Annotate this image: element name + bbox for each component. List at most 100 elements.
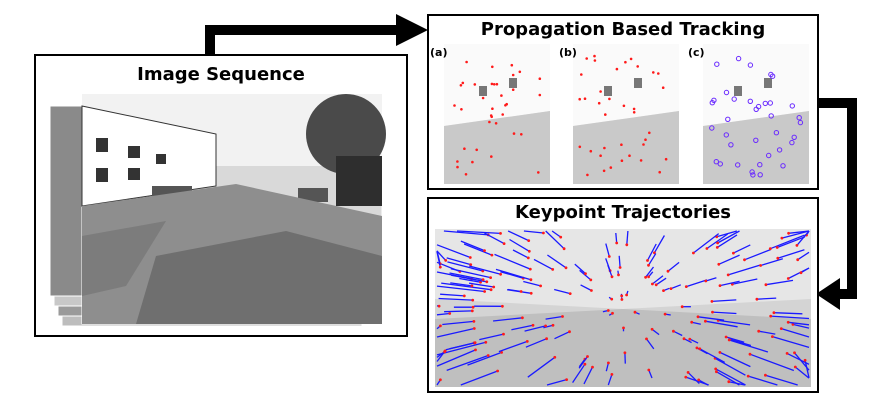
- keypoint: [585, 57, 588, 60]
- trajectory-keypoint: [647, 263, 650, 267]
- trajectory-line: [444, 310, 473, 313]
- trajectory-line: [507, 230, 529, 242]
- trajectory-keypoint: [528, 267, 532, 271]
- trajectory-keypoint: [470, 284, 474, 288]
- trajectory-line: [719, 351, 751, 368]
- trajectory-keypoint: [521, 316, 524, 320]
- trajectory-line: [729, 338, 752, 347]
- trajectory-keypoint: [545, 337, 548, 341]
- trajectory-keypoint: [568, 330, 571, 334]
- subfigure-a-label: (a): [430, 46, 448, 59]
- trajectory-line: [450, 268, 491, 279]
- trajectory-line: [804, 360, 810, 378]
- keypoint: [510, 63, 514, 67]
- trajectory-line: [460, 370, 498, 386]
- trajectory-keypoint: [561, 315, 564, 318]
- trajectory-keypoint: [444, 259, 448, 262]
- image-sequence-panel: Image Sequence: [34, 54, 408, 337]
- trajectory-keypoint: [590, 289, 593, 292]
- trajectory-line: [689, 338, 699, 344]
- trajectory-line: [498, 340, 528, 353]
- trajectory-line: [765, 279, 794, 286]
- arrow-head-trajectories: [816, 278, 840, 310]
- keypoint: [735, 55, 742, 62]
- trajectory-line: [546, 378, 567, 386]
- trajectory-line: [441, 282, 492, 291]
- trajectory-keypoint: [704, 319, 707, 323]
- trajectory-line: [469, 265, 501, 275]
- trajectory-keypoint: [553, 355, 557, 359]
- keypoint: [471, 160, 474, 164]
- keypoint: [725, 116, 731, 123]
- trajectory-keypoint: [727, 338, 731, 342]
- trajectory-line: [770, 315, 810, 320]
- trajectory-keypoint: [688, 337, 692, 341]
- trajectory-line: [760, 258, 783, 267]
- trajectory-keypoint: [743, 258, 746, 262]
- trajectory-keypoint: [714, 367, 718, 371]
- trajectory-line: [463, 243, 493, 256]
- trajectory-keypoint: [646, 259, 649, 262]
- trajectory-line: [714, 357, 746, 376]
- trajectory-line: [770, 234, 805, 250]
- propagation-tracking-panel: Propagation Based Tracking (a) (b: [427, 14, 819, 190]
- trajectory-keypoint: [531, 323, 535, 327]
- trajectory-keypoint: [787, 231, 790, 235]
- trajectory-line: [748, 375, 778, 386]
- keypoint: [750, 172, 756, 178]
- trajectory-line: [436, 312, 450, 316]
- trajectory-keypoint: [529, 291, 533, 295]
- subfigure-c: [703, 44, 809, 184]
- trajectory-keypoint: [772, 311, 776, 315]
- trajectory-keypoint: [502, 242, 506, 245]
- trajectory-keypoint: [470, 309, 474, 313]
- trajectory-keypoint: [727, 380, 731, 384]
- trajectory-line: [446, 354, 489, 372]
- trajectory-keypoint: [769, 314, 773, 318]
- keypoint: [604, 113, 607, 116]
- trajectory-line: [547, 254, 567, 269]
- trajectory-line: [781, 230, 810, 239]
- trajectory-line: [467, 351, 502, 366]
- trajectory-lines: [436, 230, 810, 386]
- trajectory-line: [716, 234, 738, 248]
- keypoint: [518, 70, 522, 74]
- trajectory-keypoint: [795, 244, 799, 247]
- arrow-sequence-to-tracking: [205, 25, 400, 54]
- trajectory-line: [794, 352, 810, 371]
- trajectory-line: [524, 325, 546, 332]
- trajectory-keypoint: [715, 370, 718, 374]
- keypoint: [624, 60, 627, 64]
- keypoint: [768, 113, 774, 119]
- trajectory-keypoint: [791, 323, 795, 326]
- keypoint: [661, 86, 665, 89]
- trajectory-keypoint: [526, 256, 530, 260]
- trajectory-keypoint: [716, 241, 719, 245]
- trajectory-keypoint: [710, 300, 714, 303]
- trajectory-line: [796, 230, 810, 246]
- keypoint: [538, 77, 542, 80]
- keypoint: [599, 154, 602, 157]
- trajectory-line: [655, 277, 667, 286]
- tracking-keypoints: [453, 54, 804, 178]
- keypoint: [481, 96, 485, 100]
- trajectory-keypoint: [490, 253, 494, 257]
- trajectory-line: [500, 271, 524, 279]
- trajectory-keypoint: [650, 327, 654, 331]
- trajectory-keypoint: [525, 340, 529, 343]
- trajectory-line: [651, 275, 664, 285]
- trajectory-line: [716, 230, 738, 238]
- trajectory-keypoint: [492, 285, 496, 289]
- keypoint: [767, 100, 773, 106]
- trajectory-line: [554, 288, 571, 295]
- trajectory-line: [670, 284, 682, 290]
- propagation-tracking-title: Propagation Based Tracking: [480, 19, 766, 40]
- trajectory-keypoint: [618, 266, 622, 269]
- trajectory-keypoint: [775, 246, 779, 249]
- keypoint-trajectories-title: Keypoint Trajectories: [515, 202, 731, 223]
- keypoint: [461, 81, 465, 85]
- trajectory-line: [717, 230, 740, 244]
- keypoint: [490, 155, 493, 158]
- keypoint: [456, 160, 459, 163]
- trajectory-keypoint: [654, 283, 658, 287]
